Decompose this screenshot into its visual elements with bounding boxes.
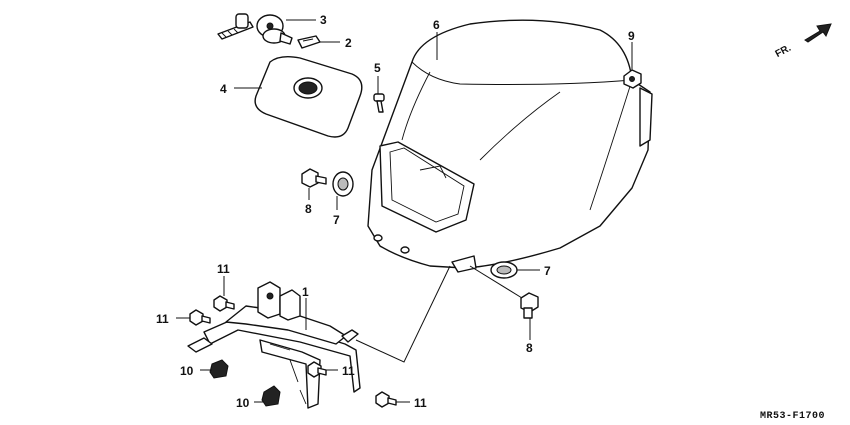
callout-4: 4 (220, 82, 227, 96)
direction-label: FR. (774, 43, 794, 60)
rubber-mount-part (209, 359, 229, 379)
callout-11: 11 (342, 364, 355, 378)
small-bolt-part (189, 309, 211, 326)
callout-8: 8 (305, 202, 312, 216)
callout-9: 9 (628, 29, 635, 43)
callout-8: 8 (526, 341, 533, 355)
callout-6: 6 (433, 18, 440, 32)
callout-11: 11 (156, 312, 169, 326)
callout-1: 1 (302, 285, 309, 299)
small-bolt-part (375, 391, 397, 408)
small-bolt-part (213, 295, 235, 312)
glovebox-lid-part (254, 55, 363, 138)
fairing-stay-part (187, 281, 361, 409)
front-fairing-part (367, 19, 653, 273)
leader-lines (176, 19, 633, 403)
bolt-part (520, 292, 539, 319)
callout-7: 7 (544, 264, 551, 278)
callout-3: 3 (320, 13, 327, 27)
callout-11: 11 (414, 396, 427, 410)
bolt-part (301, 168, 327, 188)
callout-10: 10 (236, 396, 250, 410)
front-direction-arrow: FR. (774, 23, 832, 60)
nut-part (623, 69, 642, 89)
grommet-part (332, 171, 354, 197)
key-cylinder-part (217, 13, 293, 45)
callout-11: 11 (217, 262, 230, 276)
rubber-mount-part (261, 385, 281, 407)
diagram-code: MR53-F1700 (760, 411, 825, 422)
callout-2: 2 (345, 36, 352, 50)
lock-clip-part (297, 35, 321, 49)
screw-part (373, 93, 385, 113)
small-bolt-part (307, 361, 327, 378)
callout-10: 10 (180, 364, 194, 378)
callout-7: 7 (333, 213, 340, 227)
grommet-part (490, 261, 518, 279)
callout-5: 5 (374, 61, 381, 75)
